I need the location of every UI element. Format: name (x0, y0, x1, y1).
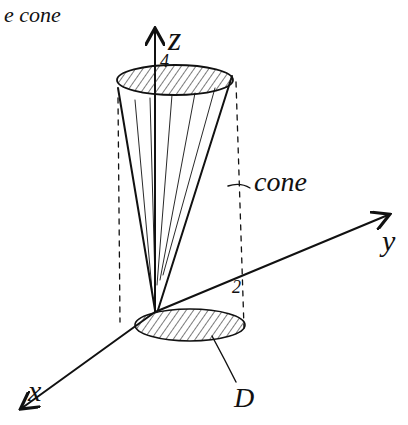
radius-value: 2 (232, 278, 241, 296)
leader-line (228, 184, 250, 188)
y-axis (155, 215, 388, 312)
axis-label: z (168, 22, 181, 56)
part-label: cone (254, 168, 307, 196)
cone-top (117, 65, 233, 95)
heading-fragment: e cone (4, 4, 61, 26)
axis-label: y (382, 226, 395, 256)
region-label: D (234, 384, 254, 412)
dashed-line (118, 98, 120, 322)
region-d (135, 309, 245, 341)
leader-line (212, 336, 236, 382)
cone-shading (135, 88, 215, 290)
axis-label: x (28, 376, 41, 406)
height-value: 4 (160, 52, 169, 70)
cone-side (158, 76, 232, 310)
